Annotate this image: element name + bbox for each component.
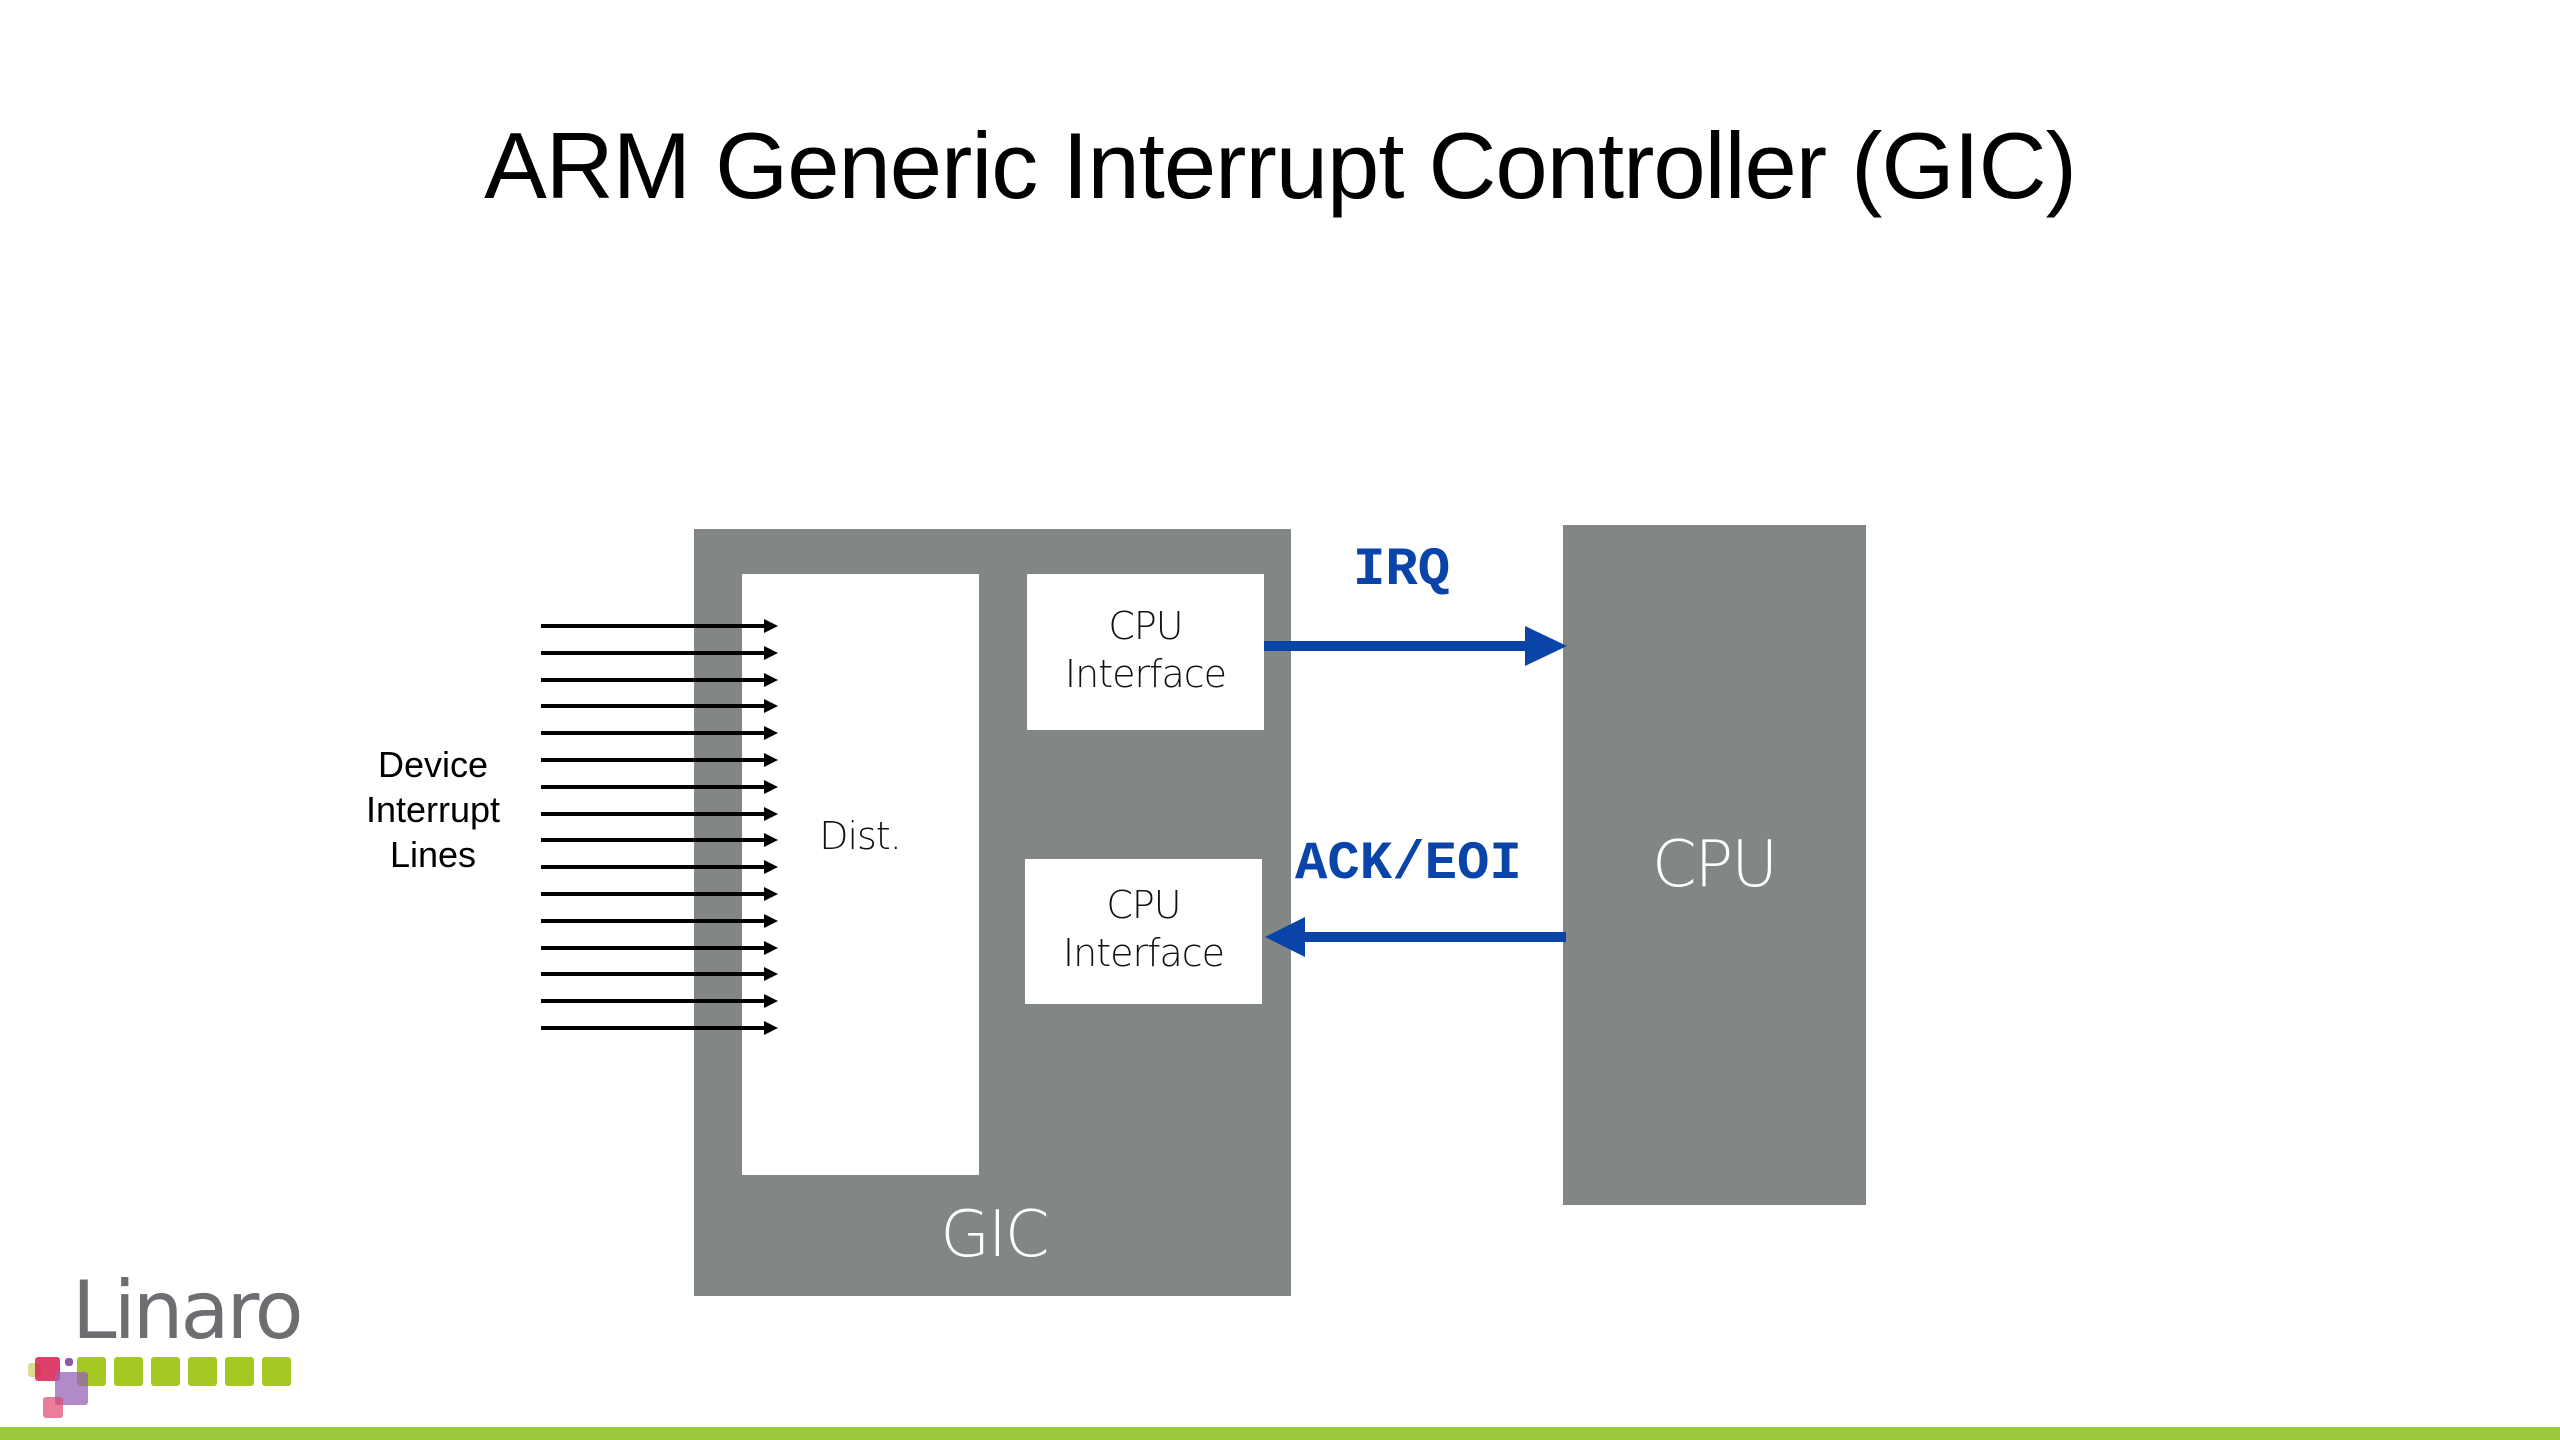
interrupt-line-shaft [541,999,767,1003]
interrupt-line-arrowhead [764,780,778,794]
interrupt-line-shaft [541,812,767,816]
interrupt-line-arrowhead [764,807,778,821]
ack-eoi-arrow [1265,917,1566,957]
cpu-interface-label: Interface [1062,931,1225,975]
interrupt-line-shaft [541,758,767,762]
interrupt-line-arrow [541,887,778,901]
interrupt-line-arrowhead [764,887,778,901]
interrupt-line-arrowhead [764,833,778,847]
interrupt-line-shaft [541,919,767,923]
interrupt-line-shaft [541,731,767,735]
interrupt-line-arrowhead [764,914,778,928]
interrupt-line-arrow [541,699,778,713]
interrupt-line-shaft [541,972,767,976]
device-label-line: Interrupt [365,789,501,830]
interrupt-line-arrowhead [764,1021,778,1035]
interrupt-line-arrowhead [764,994,778,1008]
irq-arrow [1264,626,1567,666]
ack-eoi-arrow-head [1265,917,1305,957]
distributor-block [742,574,979,1175]
cpu-interface-label: CPU [1106,883,1181,927]
interrupt-line-arrow [541,833,778,847]
logo-square [65,1358,73,1366]
interrupt-line-arrowhead [764,967,778,981]
interrupt-line-arrow [541,994,778,1008]
interrupt-line-shaft [541,785,767,789]
gic-label: GIC [940,1198,1049,1272]
interrupt-line-arrowhead [764,699,778,713]
cpu-interface-2: CPU Interface [1025,859,1262,1004]
interrupt-line-arrowhead [764,726,778,740]
linaro-logo: Linaro [0,1250,320,1425]
interrupt-line-shaft [541,704,767,708]
interrupt-line-arrow [541,726,778,740]
interrupt-line-arrow [541,807,778,821]
interrupt-line-arrow [541,941,778,955]
interrupt-line-shaft [541,865,767,869]
interrupt-line-arrow [541,967,778,981]
interrupt-line-shaft [541,838,767,842]
interrupt-line-arrow [541,914,778,928]
distributor-label: Dist. [819,814,902,858]
slide-title: ARM Generic Interrupt Controller (GIC) [484,113,2077,218]
cpu-label: CPU [1651,828,1778,902]
interrupt-line-shaft [541,624,767,628]
cpu-interface-label: CPU [1108,604,1183,648]
irq-label: IRQ [1353,540,1451,601]
interrupt-line-shaft [541,1026,767,1030]
interrupt-line-arrowhead [764,860,778,874]
linaro-logo-text: Linaro [72,1264,304,1357]
interrupt-line-arrow [541,1021,778,1035]
device-label-line: Lines [389,834,477,875]
logo-square [43,1397,63,1418]
logo-square [188,1357,217,1386]
interrupt-line-arrowhead [764,619,778,633]
footer-green-bar [0,1427,2560,1440]
interrupt-line-arrow [541,619,778,633]
device-interrupt-lines-label: Device Interrupt Lines [333,742,533,877]
irq-arrow-shaft [1264,641,1534,651]
interrupt-line-shaft [541,651,767,655]
interrupt-line-arrow [541,860,778,874]
irq-arrow-head [1525,626,1567,666]
interrupt-line-shaft [541,892,767,896]
interrupt-line-arrowhead [764,646,778,660]
interrupt-line-arrowhead [764,753,778,767]
interrupt-line-arrowhead [764,941,778,955]
interrupt-line-arrowhead [764,673,778,687]
logo-square [151,1357,180,1386]
interrupt-line-arrow [541,673,778,687]
ack-eoi-label: ACK/EOI [1295,834,1522,895]
logo-square [225,1357,254,1386]
interrupt-line-shaft [541,946,767,950]
device-label-line: Device [377,744,489,785]
logo-square [262,1357,291,1386]
ack-eoi-arrow-shaft [1300,932,1566,942]
cpu-block [1563,525,1866,1205]
interrupt-line-arrow [541,753,778,767]
cpu-interface-1: CPU Interface [1027,574,1264,730]
interrupt-line-arrow [541,646,778,660]
interrupt-line-shaft [541,678,767,682]
cpu-interface-label: Interface [1064,652,1227,696]
interrupt-line-arrow [541,780,778,794]
logo-square [114,1357,143,1386]
